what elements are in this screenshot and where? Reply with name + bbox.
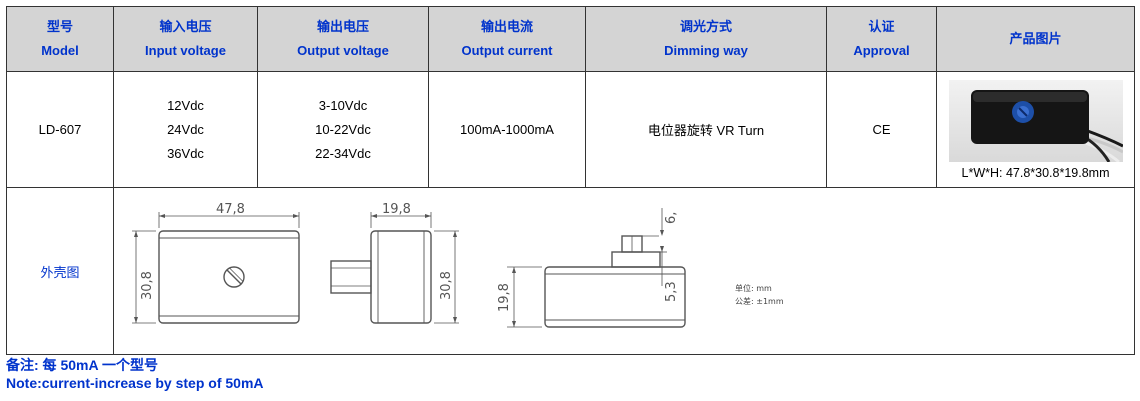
output-voltage-1: 3-10Vdc xyxy=(318,97,368,113)
dim-width-label: 30,8 xyxy=(140,271,155,300)
dim-width2-label: 30,8 xyxy=(439,271,454,300)
dim-knob-label: 5,3 xyxy=(664,281,679,302)
dimensions-caption: L*W*H: 47.8*30.8*19.8mm xyxy=(961,165,1110,180)
cell-model: LD-607 xyxy=(6,71,114,188)
dim-knob-top-label: 6, xyxy=(664,212,679,224)
dim-length-label: 47,8 xyxy=(216,202,245,217)
housing-drawing-label: 外壳图 xyxy=(6,187,114,355)
product-photo xyxy=(948,79,1123,162)
input-voltage-3: 36Vdc xyxy=(167,145,204,161)
data-row: LD-607 12Vdc 24Vdc 36Vdc 3-10Vdc 10-22Vd… xyxy=(6,71,1135,188)
housing-drawing: 47,8 30,8 19,8 30,8 19,8 6, 5,3 单位: mm 公… xyxy=(132,202,784,328)
input-voltage-2: 24Vdc xyxy=(167,121,204,137)
dim-height-label: 19,8 xyxy=(497,283,512,312)
output-voltage-3: 22-34Vdc xyxy=(315,145,371,161)
note-en: Note:current-increase by step of 50mA xyxy=(6,375,264,391)
header-product-picture: 产品图片 xyxy=(936,6,1135,72)
drawing-row: 外壳图 xyxy=(6,187,1135,355)
unit-note: 单位: mm xyxy=(735,283,772,293)
output-voltage-2: 10-22Vdc xyxy=(315,121,371,137)
dim-side-label: 19,8 xyxy=(382,202,411,217)
cell-dimming-way: 电位器旋转 VR Turn xyxy=(585,71,827,188)
tolerance-note: 公差: ±1mm xyxy=(735,296,784,306)
notes: 备注: 每 50mA 一个型号 Note:current-increase by… xyxy=(6,356,264,392)
housing-drawing-cell: 47,8 30,8 19,8 30,8 19,8 6, 5,3 单位: mm 公… xyxy=(113,187,1135,355)
cell-approval: CE xyxy=(826,71,937,188)
cell-output-voltage: 3-10Vdc 10-22Vdc 22-34Vdc xyxy=(257,71,429,188)
note-cn: 备注: 每 50mA 一个型号 xyxy=(6,357,158,373)
input-voltage-1: 12Vdc xyxy=(167,97,204,113)
cell-product-picture: L*W*H: 47.8*30.8*19.8mm xyxy=(936,71,1135,188)
cell-output-current: 100mA-1000mA xyxy=(428,71,586,188)
cell-input-voltage: 12Vdc 24Vdc 36Vdc xyxy=(113,71,258,188)
